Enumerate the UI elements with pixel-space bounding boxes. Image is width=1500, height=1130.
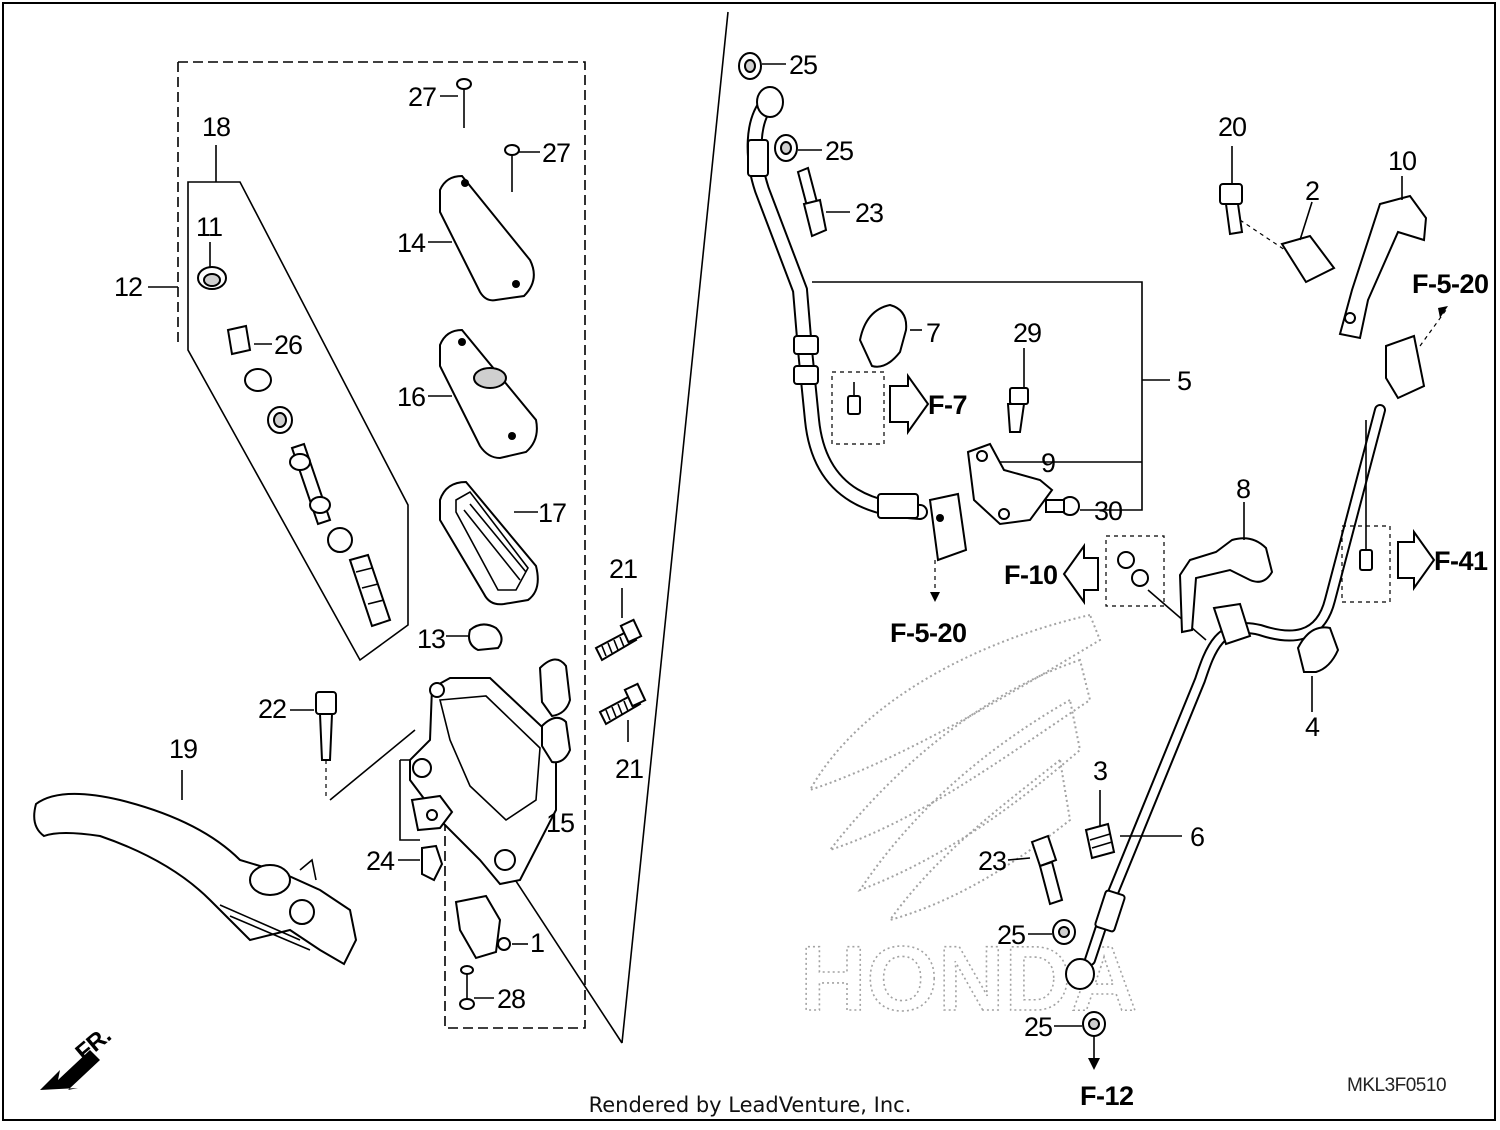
callout-3: 3 xyxy=(1093,756,1107,786)
banjo-fitting-bottom xyxy=(1065,958,1095,990)
callout-21b: 21 xyxy=(615,754,643,784)
callout-24: 24 xyxy=(366,846,395,876)
bolt-29 xyxy=(1006,387,1029,433)
callout-27a: 27 xyxy=(408,82,436,112)
brake-lever-19 xyxy=(33,792,358,966)
arrow-f10 xyxy=(1062,542,1099,606)
callout-21a: 21 xyxy=(609,554,637,584)
callout-29: 29 xyxy=(1013,318,1041,348)
callout-23a: 23 xyxy=(855,198,883,228)
section-divider xyxy=(621,11,729,1044)
callout-22: 22 xyxy=(258,694,286,724)
callout-20: 20 xyxy=(1218,112,1246,142)
ref-f41: F-41 xyxy=(1434,546,1488,576)
bolt-21a xyxy=(594,618,643,662)
washer-25d xyxy=(1082,1011,1106,1037)
arrow-f41 xyxy=(1397,528,1436,592)
callout-15: 15 xyxy=(546,808,574,838)
screw-27b xyxy=(504,144,520,192)
master-cylinder-body xyxy=(409,677,557,886)
callout-27b: 27 xyxy=(542,138,570,168)
hose-joint xyxy=(928,492,968,562)
callout-25a: 25 xyxy=(789,50,817,80)
callout-17: 17 xyxy=(538,498,566,528)
callout-25b: 25 xyxy=(825,136,853,166)
brake-line-6 xyxy=(1084,404,1386,966)
assembly-outline xyxy=(178,61,586,1029)
footer-credit: Rendered by LeadVenture, Inc. xyxy=(588,1093,912,1117)
cover-2 xyxy=(1280,234,1336,284)
callout-10: 10 xyxy=(1388,146,1416,176)
callout-12: 12 xyxy=(114,272,142,302)
clip-13 xyxy=(468,623,503,652)
front-marker-label: FR. xyxy=(71,1022,117,1067)
joint-block-upper xyxy=(1385,334,1426,400)
banjo-fitting-top xyxy=(756,86,784,118)
callout-5: 5 xyxy=(1177,366,1191,396)
callout-16: 16 xyxy=(397,382,425,412)
callout-25d: 25 xyxy=(1024,1012,1052,1042)
callout-6: 6 xyxy=(1190,822,1204,852)
callout-1: 1 xyxy=(530,928,544,958)
diagram-code: MKL3F0510 xyxy=(1347,1075,1447,1096)
ref-box-f7 xyxy=(831,371,885,445)
bolt-21b xyxy=(598,682,647,726)
ref-f7: F-7 xyxy=(928,390,967,420)
callout-8: 8 xyxy=(1236,474,1250,504)
washer-25b xyxy=(774,134,798,162)
reservoir-cap-14 xyxy=(439,174,535,302)
callout-11: 11 xyxy=(196,212,222,242)
piston-kit-outline xyxy=(187,181,409,662)
callout-13: 13 xyxy=(417,624,445,654)
callout-2: 2 xyxy=(1305,176,1319,206)
washer-25a xyxy=(738,52,762,80)
ref-f5-20-left: F-5-20 xyxy=(890,618,967,648)
callout-19: 19 xyxy=(169,734,197,764)
diaphragm-plate-16 xyxy=(439,328,538,460)
callout-28: 28 xyxy=(497,984,525,1014)
callout-23b: 23 xyxy=(978,846,1006,876)
bolt-30 xyxy=(1045,496,1080,516)
washer-25c xyxy=(1052,919,1076,945)
pivot-bolt-22 xyxy=(315,691,420,841)
screw-28 xyxy=(459,965,475,1010)
callout-18: 18 xyxy=(202,112,230,142)
ref-f12: F-12 xyxy=(1080,1081,1134,1111)
bracket-10 xyxy=(1338,194,1428,340)
front-direction-marker: FR. xyxy=(40,1022,116,1090)
upper-brake-hose xyxy=(746,92,928,520)
nut-24 xyxy=(421,844,444,882)
callout-26: 26 xyxy=(274,330,302,360)
bolt-23a xyxy=(796,166,828,238)
callout-30: 30 xyxy=(1094,496,1122,526)
ref-f10: F-10 xyxy=(1004,560,1058,590)
holder-15 xyxy=(538,658,572,764)
screw-27a xyxy=(456,78,472,128)
ref-f5-20-right: F-5-20 xyxy=(1412,269,1489,299)
bolt-20 xyxy=(1219,183,1301,261)
callout-14: 14 xyxy=(397,228,426,258)
clamp-8 xyxy=(1178,537,1274,634)
bolt-23b xyxy=(1030,834,1064,906)
bracket-9 xyxy=(966,442,1054,526)
hose-assembly-bracket-5 xyxy=(812,281,1143,511)
piston-kit-parts xyxy=(197,266,392,628)
clamp-7 xyxy=(858,303,908,368)
callout-25c: 25 xyxy=(997,920,1025,950)
callout-7: 7 xyxy=(926,318,940,348)
switch-1 xyxy=(454,894,511,960)
diaphragm-17 xyxy=(439,480,539,606)
grommet-3 xyxy=(1084,822,1116,860)
arrow-f7 xyxy=(889,372,930,436)
callout-9: 9 xyxy=(1041,448,1055,478)
clamp-4 xyxy=(1296,626,1340,712)
callout-4: 4 xyxy=(1305,712,1320,742)
